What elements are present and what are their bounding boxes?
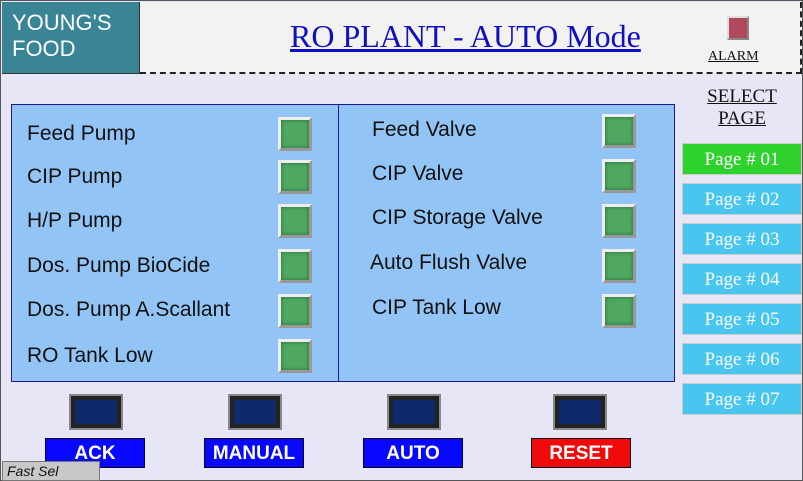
status-led xyxy=(278,294,312,328)
alarm-indicator[interactable] xyxy=(727,16,749,40)
page-05-button[interactable]: Page # 05 xyxy=(682,303,802,335)
status-led xyxy=(602,294,636,328)
status-label: CIP Valve xyxy=(372,162,464,185)
status-label: Dos. Pump BioCide xyxy=(27,254,211,277)
status-label: CIP Tank Low xyxy=(372,296,501,319)
page-02-button[interactable]: Page # 02 xyxy=(682,183,802,215)
reset-indicator xyxy=(553,394,607,430)
status-label: CIP Pump xyxy=(27,165,123,188)
page-06-button[interactable]: Page # 06 xyxy=(682,343,802,375)
select-page-line1: SELECT xyxy=(707,86,777,107)
page-title: RO PLANT - AUTO Mode xyxy=(290,18,641,54)
logo-line1: YOUNG'S xyxy=(12,10,112,35)
auto-button[interactable]: AUTO xyxy=(363,438,463,468)
fast-sel-button[interactable]: Fast Sel xyxy=(2,461,100,481)
status-label: H/P Pump xyxy=(27,209,123,232)
manual-indicator xyxy=(228,394,282,430)
manual-button[interactable]: MANUAL xyxy=(204,438,304,468)
status-led xyxy=(278,160,312,194)
status-led xyxy=(602,159,636,193)
status-led xyxy=(278,339,312,373)
reset-button[interactable]: RESET xyxy=(531,438,631,468)
alarm-label[interactable]: ALARM xyxy=(708,49,759,64)
status-led xyxy=(602,249,636,283)
status-led xyxy=(278,117,312,151)
status-label: CIP Storage Valve xyxy=(372,206,543,229)
status-label: Auto Flush Valve xyxy=(370,251,528,274)
select-page-line2: PAGE xyxy=(718,108,766,129)
status-label: Feed Valve xyxy=(372,118,477,141)
status-label: RO Tank Low xyxy=(27,344,153,367)
page-03-button[interactable]: Page # 03 xyxy=(682,223,802,255)
status-panel: Feed Pump CIP Pump H/P Pump Dos. Pump Bi… xyxy=(11,104,675,382)
status-led xyxy=(278,249,312,283)
status-led xyxy=(278,204,312,238)
header: RO PLANT - AUTO Mode ALARM xyxy=(140,2,802,74)
status-led xyxy=(602,204,636,238)
status-label: Dos. Pump A.Scallant xyxy=(27,298,231,321)
logo-line2: FOOD xyxy=(12,36,76,61)
divider xyxy=(338,105,339,381)
page-07-button[interactable]: Page # 07 xyxy=(682,383,802,415)
status-led xyxy=(602,114,636,148)
page-04-button[interactable]: Page # 04 xyxy=(682,263,802,295)
status-label: Feed Pump xyxy=(27,122,136,145)
ack-indicator xyxy=(69,394,123,430)
page-01-button[interactable]: Page # 01 xyxy=(682,143,802,175)
auto-indicator xyxy=(387,394,441,430)
